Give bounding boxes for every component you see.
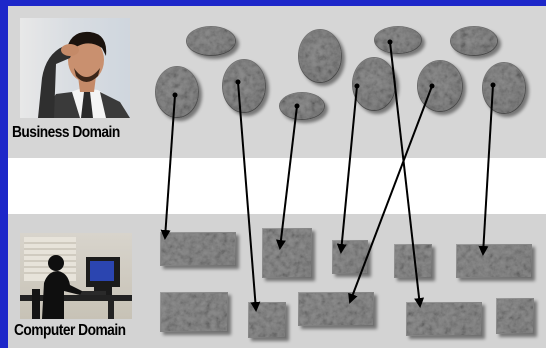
mapping-arrow xyxy=(238,82,256,310)
business-concept-texture xyxy=(353,58,395,110)
mapping-arrow-origin-dot xyxy=(355,84,360,89)
business-concept-texture xyxy=(156,67,198,117)
business-concept-texture xyxy=(299,30,341,82)
computer-component-texture xyxy=(263,229,311,277)
computer-component-texture xyxy=(249,303,285,337)
computer-component-texture xyxy=(407,303,481,335)
computer-component-texture xyxy=(299,293,373,325)
mapping-arrow-origin-dot xyxy=(173,93,178,98)
business-concept-texture xyxy=(451,27,497,55)
computer-component-texture xyxy=(161,233,235,265)
mapping-arrow xyxy=(280,106,297,248)
business-concept-texture xyxy=(187,27,235,55)
business-concept-texture xyxy=(223,60,265,112)
business-concept-texture xyxy=(483,63,525,113)
mapping-arrow xyxy=(341,86,357,252)
business-concept-texture xyxy=(375,27,421,53)
computer-component-texture xyxy=(161,293,227,331)
mapping-arrow-origin-dot xyxy=(388,40,393,45)
mapping-arrow-origin-dot xyxy=(491,83,496,88)
computer-component-texture xyxy=(457,245,531,277)
business-concept-texture xyxy=(280,93,324,119)
computer-component-texture xyxy=(497,299,533,333)
mapping-arrow-origin-dot xyxy=(295,104,300,109)
mapping-arrow xyxy=(483,85,493,254)
mapping-arrow-origin-dot xyxy=(430,84,435,89)
mapping-arrow-origin-dot xyxy=(236,80,241,85)
